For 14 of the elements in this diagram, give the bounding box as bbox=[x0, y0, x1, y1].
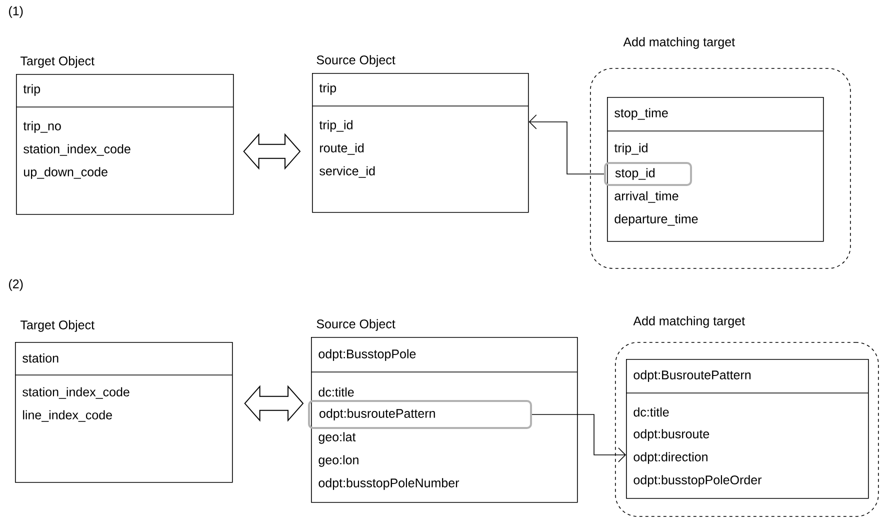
section-number: (1) bbox=[8, 6, 23, 18]
arrow bbox=[532, 414, 626, 462]
table-title: Target Object bbox=[20, 320, 94, 332]
highlighted-field: stop_id bbox=[604, 162, 692, 186]
region-title: Add matching target bbox=[633, 316, 745, 328]
arrow bbox=[528, 114, 604, 174]
table-title: Source Object bbox=[316, 55, 396, 67]
table-title: Source Object bbox=[316, 319, 396, 331]
double-arrow bbox=[244, 385, 304, 422]
highlighted-field: odpt:busroutePattern bbox=[308, 400, 532, 429]
region-title: Add matching target bbox=[623, 37, 735, 49]
double-arrow bbox=[243, 133, 301, 170]
section-number: (2) bbox=[8, 279, 23, 291]
table-title: Target Object bbox=[20, 56, 94, 68]
